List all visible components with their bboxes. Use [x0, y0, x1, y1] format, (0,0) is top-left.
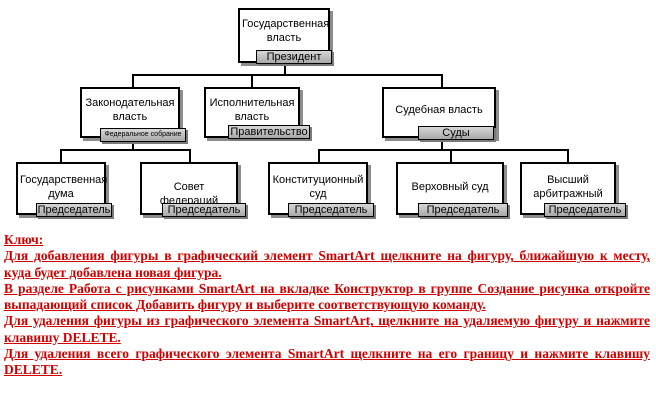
badge-government: Правительство — [228, 125, 310, 139]
node-executive-power-label: Исполнительная власть — [209, 97, 295, 123]
org-chart: Государственная власть Президент Законод… — [16, 8, 626, 217]
key-heading: Ключ: — [4, 232, 44, 247]
badge-chairman-council: Председатель — [162, 203, 246, 217]
key-paragraph-delete-smartart: Для удаления всего графического элемента… — [4, 346, 650, 378]
node-legislative-power[interactable]: Законодательная власть Федеральное собра… — [80, 87, 186, 142]
connector-branch-3 — [441, 74, 443, 87]
badge-president: Президент — [256, 50, 332, 64]
connector-branch-1 — [132, 74, 134, 87]
badge-courts: Суды — [418, 126, 494, 140]
node-constitutional-court[interactable]: Конституционный суд Председатель — [268, 162, 374, 217]
node-state-power-label: Государственная власть — [242, 18, 330, 44]
node-constitutional-court-label: Конституционный суд — [272, 174, 364, 200]
badge-federal-assembly: Федеральное собрание — [100, 128, 186, 142]
node-state-power[interactable]: Государственная власть Президент — [238, 8, 332, 64]
key-paragraph-delete-shape: Для удаления фигуры из графического элем… — [4, 313, 650, 345]
connector-legislative-bar — [60, 149, 190, 151]
node-judicial-power[interactable]: Судебная власть Суды — [382, 87, 496, 140]
node-federation-council[interactable]: Совет федераций Председатель — [140, 162, 246, 217]
connector-leaf-2 — [189, 149, 191, 162]
connector-legislative-down — [132, 138, 134, 150]
connector-judicial-bar — [318, 149, 568, 151]
node-state-duma-label: Государственная дума — [20, 174, 108, 200]
connector-root-down — [284, 63, 286, 75]
node-supreme-court-label: Верховный суд — [411, 181, 489, 193]
badge-chairman-arbitration: Председатель — [544, 203, 626, 217]
key-paragraph-add-shape: Для добавления фигуры в графический элем… — [4, 248, 650, 280]
node-state-duma[interactable]: Государственная дума Председатель — [16, 162, 112, 217]
node-higher-arbitration-court[interactable]: Высший арбитражный суд Председатель — [520, 162, 626, 217]
connector-leaf-3 — [318, 149, 320, 162]
connector-branch-2 — [251, 74, 253, 87]
connector-leaf-1 — [60, 149, 62, 162]
key-instructions: Ключ: Для добавления фигуры в графически… — [4, 232, 650, 379]
node-judicial-power-label: Судебная власть — [395, 104, 483, 116]
node-supreme-court[interactable]: Верховный суд Председатель — [396, 162, 508, 217]
connector-judicial-down — [441, 138, 443, 150]
connector-leaf-5 — [567, 149, 569, 162]
connector-leaf-4 — [450, 149, 452, 162]
node-legislative-power-label: Законодательная власть — [85, 97, 175, 123]
badge-chairman-constitutional: Председатель — [288, 203, 374, 217]
badge-chairman-duma: Председатель — [36, 203, 112, 217]
connector-level1-bar — [132, 74, 442, 76]
node-executive-power[interactable]: Исполнительная власть Правительство — [204, 87, 310, 139]
badge-chairman-supreme: Председатель — [418, 203, 508, 217]
key-paragraph-create-picture: В разделе Работа с рисунками SmartArt на… — [4, 280, 650, 313]
